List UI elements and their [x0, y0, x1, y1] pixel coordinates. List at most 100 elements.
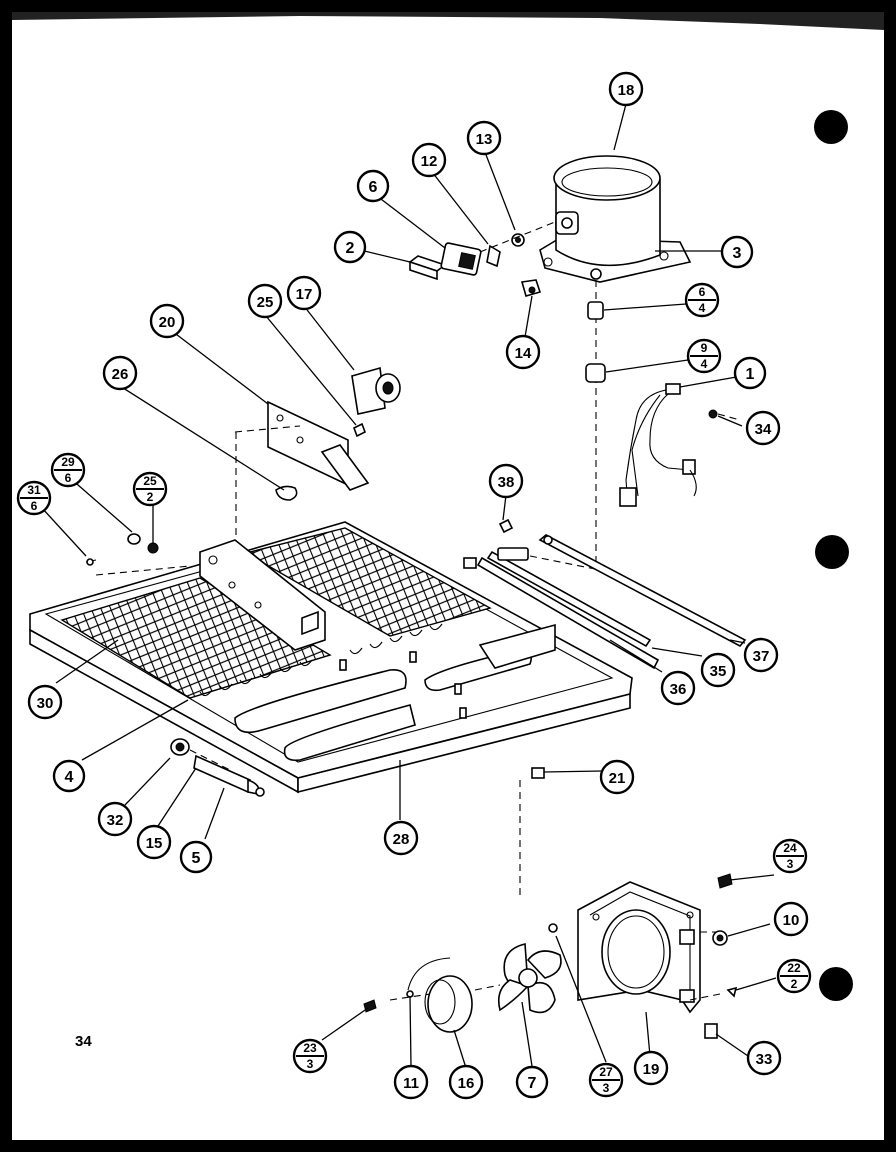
fraction-bottom: 6 [65, 471, 72, 485]
callout-number: 33 [756, 1051, 773, 1068]
callout-number: 3 [733, 245, 742, 262]
compressor [539, 155, 692, 283]
fan-motor-group [363, 943, 562, 1033]
callout-23-over-3: 23 3 [292, 1038, 328, 1074]
binder-hole [814, 110, 848, 144]
callout-number: 26 [112, 366, 129, 383]
callout-34: 34 [745, 410, 781, 446]
callout-number: 30 [37, 695, 54, 712]
callout-number: 15 [146, 835, 163, 852]
callout-19: 19 [633, 1050, 669, 1086]
tray-rails [463, 518, 747, 670]
fraction-top: 24 [783, 841, 797, 855]
callout-number: 14 [515, 345, 532, 362]
callout-25: 25 [247, 283, 283, 319]
callout-number: 1 [746, 366, 755, 383]
fraction-bottom: 4 [701, 357, 708, 371]
callout-13: 13 [466, 120, 502, 156]
callout-33: 33 [746, 1040, 782, 1076]
fraction-top: 25 [143, 474, 157, 488]
callout-number: 32 [107, 812, 124, 829]
callout-24-over-3: 24 3 [772, 838, 808, 874]
callout-29-over-6: 29 6 [50, 452, 86, 488]
callout-26: 26 [102, 355, 138, 391]
callout-labels: 1 2 3 4 5 6 7 10 11 12 13 14 15 16 17 18… [27, 71, 809, 1100]
callout-21: 21 [599, 759, 635, 795]
callout-number: 4 [65, 769, 74, 786]
callout-3: 3 [720, 235, 754, 269]
callout-number: 2 [346, 240, 355, 257]
fraction-bottom: 4 [699, 301, 706, 315]
callout-10: 10 [773, 901, 809, 937]
callout-6: 6 [356, 169, 390, 203]
binder-hole [815, 535, 849, 569]
callout-22-over-2: 22 2 [776, 958, 812, 994]
callout-number: 18 [618, 82, 635, 99]
fraction-bottom: 2 [147, 490, 154, 504]
compressor-mounting-hardware [585, 268, 606, 570]
callout-number: 12 [421, 153, 438, 170]
callout-number: 35 [710, 663, 727, 680]
callout-9-over-4: 9 4 [686, 338, 722, 374]
page-number: 34 [75, 1033, 92, 1050]
callout-38: 38 [488, 463, 524, 499]
callout-number: 5 [192, 850, 201, 867]
callout-32: 32 [97, 801, 133, 837]
leader-lines [41, 103, 777, 1069]
fan-shroud [577, 881, 718, 1014]
binder-hole [819, 967, 853, 1001]
fraction-top: 9 [701, 341, 708, 355]
control-bracket [234, 366, 401, 600]
callout-28: 28 [383, 820, 419, 856]
callout-4: 4 [52, 759, 86, 793]
fraction-top: 29 [61, 455, 75, 469]
shroud-hardware [548, 873, 738, 1039]
callout-number: 36 [670, 681, 687, 698]
fraction-top: 27 [599, 1065, 613, 1079]
callout-31-over-6: 31 6 [16, 480, 52, 516]
callout-number: 28 [393, 831, 410, 848]
callout-number: 21 [609, 770, 626, 787]
callout-37: 37 [743, 637, 779, 673]
callout-1: 1 [733, 356, 767, 390]
fraction-top: 6 [699, 285, 706, 299]
callout-16: 16 [448, 1064, 484, 1100]
callout-number: 19 [643, 1061, 660, 1078]
callout-35: 35 [700, 652, 736, 688]
callout-2: 2 [333, 230, 367, 264]
relay-overload-group [408, 221, 556, 297]
callout-7: 7 [515, 1065, 549, 1099]
callout-27-over-3: 27 3 [588, 1062, 624, 1098]
callout-5: 5 [179, 840, 213, 874]
fraction-bottom: 3 [307, 1057, 314, 1071]
fraction-bottom: 2 [791, 977, 798, 991]
callout-number: 11 [403, 1075, 419, 1092]
callout-17: 17 [286, 275, 322, 311]
callout-15: 15 [136, 824, 172, 860]
callout-18: 18 [608, 71, 644, 107]
fraction-callouts: 6 4 9 4 29 6 25 2 31 6 24 3 [16, 282, 812, 1098]
callout-12: 12 [411, 142, 447, 178]
defrost-terminator-group [170, 738, 265, 797]
callout-number: 16 [458, 1075, 475, 1092]
callout-20: 20 [149, 303, 185, 339]
evaporator-tray [29, 521, 633, 794]
fraction-bottom: 3 [787, 857, 794, 871]
clip-part [531, 767, 545, 779]
fraction-top: 22 [787, 961, 801, 975]
fraction-bottom: 6 [31, 499, 38, 513]
callout-number: 34 [755, 421, 772, 438]
callout-14: 14 [505, 334, 541, 370]
callout-number: 7 [528, 1075, 537, 1092]
callout-number: 10 [783, 912, 800, 929]
callout-number: 20 [159, 314, 176, 331]
callout-11: 11 [393, 1064, 429, 1100]
fraction-top: 31 [27, 483, 41, 497]
left-hardware [85, 533, 191, 576]
callout-6-over-4: 6 4 [684, 282, 720, 318]
callout-number: 13 [476, 131, 493, 148]
callout-number: 38 [498, 474, 515, 491]
